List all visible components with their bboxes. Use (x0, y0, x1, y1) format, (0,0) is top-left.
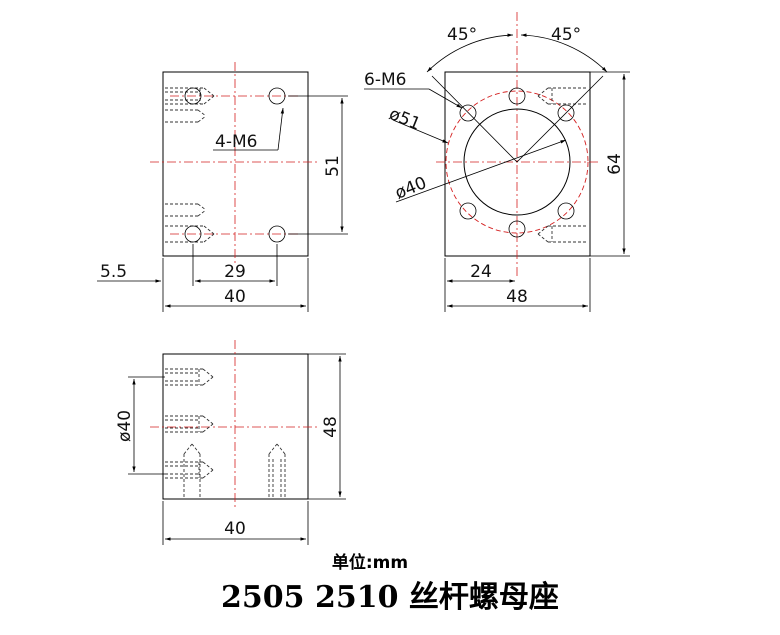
side-dim-bore: ø40 (115, 410, 135, 442)
front-tapped-hole-lower (165, 203, 215, 243)
drawing-title: 2505 2510 丝杆螺母座 (221, 580, 559, 615)
center-bore (463, 108, 571, 216)
front-mount-hole-4 (268, 225, 286, 243)
bolt-circle (445, 90, 589, 234)
front-mount-hole-3 (184, 225, 202, 243)
end-hole-5 (557, 202, 575, 220)
front-dim-height: 51 (323, 155, 343, 177)
side-tapped-hole-3 (165, 461, 214, 479)
front-dim-hole-spacing: 29 (224, 262, 246, 282)
side-tapped-hole-2 (165, 415, 214, 433)
end-dim-center-offset: 24 (470, 262, 492, 282)
front-tapped-hole-mid (165, 109, 207, 123)
front-dim-width: 40 (224, 287, 246, 307)
side-dim-width: 40 (224, 519, 246, 539)
end-angle-left: 45° (447, 25, 477, 45)
front-view-outline (162, 71, 309, 257)
side-view: ø40 48 40 (115, 340, 346, 545)
end-hole-4 (459, 202, 477, 220)
end-hole-1 (508, 87, 526, 105)
side-tapped-hole-vertical-2 (268, 443, 286, 497)
end-view: 45° 45° 6-M6 ø51 ø40 64 24 48 (364, 12, 630, 312)
front-view: 4-M6 51 5.5 29 40 (97, 62, 348, 312)
front-hole-callout: 4-M6 (215, 132, 257, 152)
side-view-outline (162, 353, 309, 500)
end-hole-6 (508, 220, 526, 238)
side-tapped-hole-vertical-1 (183, 443, 201, 497)
end-view-outline (444, 71, 591, 257)
front-tapped-hole-upper (165, 87, 215, 105)
end-dim-height: 64 (605, 153, 625, 175)
front-mount-hole-2 (268, 87, 286, 105)
front-dim-hole-offset: 5.5 (100, 262, 127, 282)
side-dim-height: 48 (321, 416, 341, 438)
end-hole-3 (557, 104, 575, 122)
end-tapped-hole-upper (537, 87, 588, 105)
side-tapped-hole-1 (165, 368, 214, 386)
end-dim-width: 48 (506, 287, 528, 307)
end-hole-callout: 6-M6 (364, 70, 406, 90)
end-angle-right: 45° (551, 25, 581, 45)
end-tapped-hole-lower (537, 225, 588, 243)
end-dia-bore: ø40 (392, 173, 429, 204)
end-hole-2 (459, 104, 477, 122)
front-mount-hole-1 (184, 87, 202, 105)
unit-label: 单位:mm (331, 553, 409, 573)
